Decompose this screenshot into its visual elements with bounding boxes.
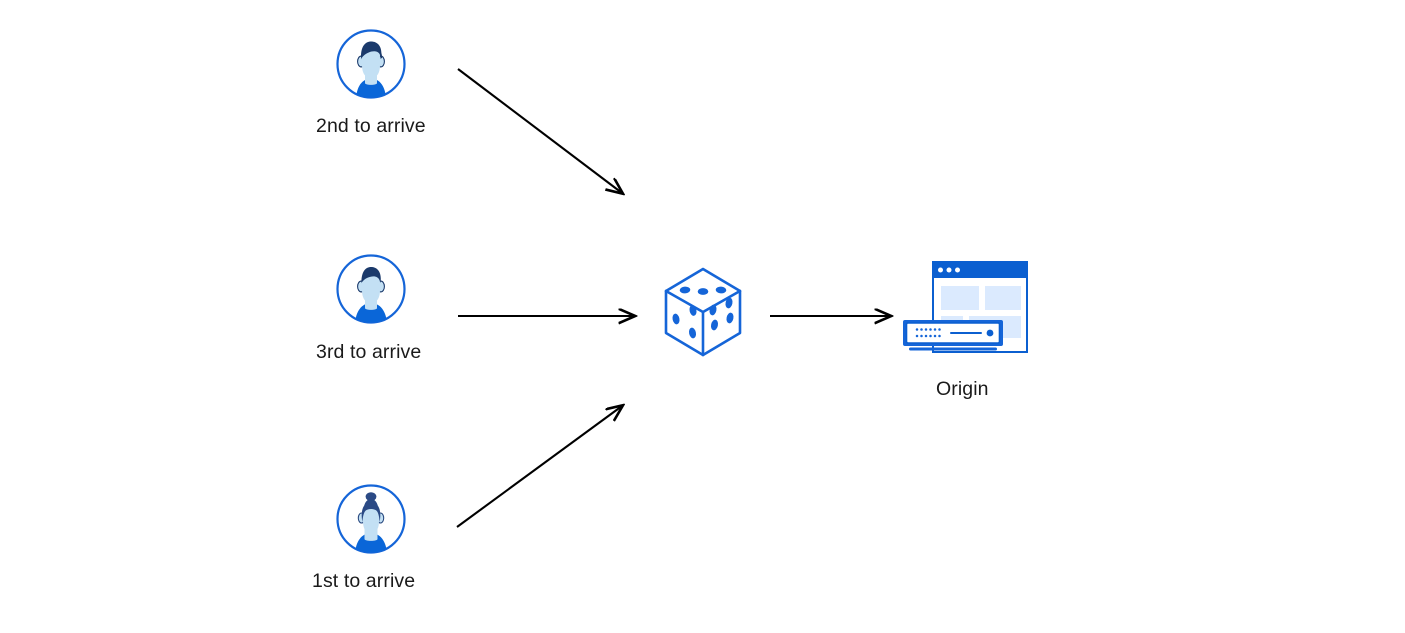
avatar-male-icon bbox=[336, 29, 406, 99]
dice-icon bbox=[664, 267, 742, 357]
client-label-third: 3rd to arrive bbox=[316, 341, 422, 363]
server-appliance-icon bbox=[903, 320, 1003, 351]
origin-node[interactable] bbox=[895, 258, 1035, 358]
client-node-first[interactable] bbox=[334, 482, 408, 556]
arrow-first-to-dice bbox=[456, 406, 622, 528]
randomizer-node[interactable] bbox=[660, 265, 746, 359]
origin-server-icon bbox=[903, 261, 1028, 353]
avatar-female-icon bbox=[336, 484, 406, 554]
client-label-first: 1st to arrive bbox=[312, 570, 416, 592]
avatar-male-icon bbox=[336, 254, 406, 324]
origin-label: Origin bbox=[936, 378, 989, 400]
client-label-second: 2nd to arrive bbox=[316, 115, 426, 137]
browser-window-icon bbox=[932, 261, 1028, 353]
client-node-second[interactable] bbox=[334, 27, 408, 101]
client-node-third[interactable] bbox=[334, 252, 408, 326]
arrow-second-to-dice bbox=[457, 68, 622, 193]
